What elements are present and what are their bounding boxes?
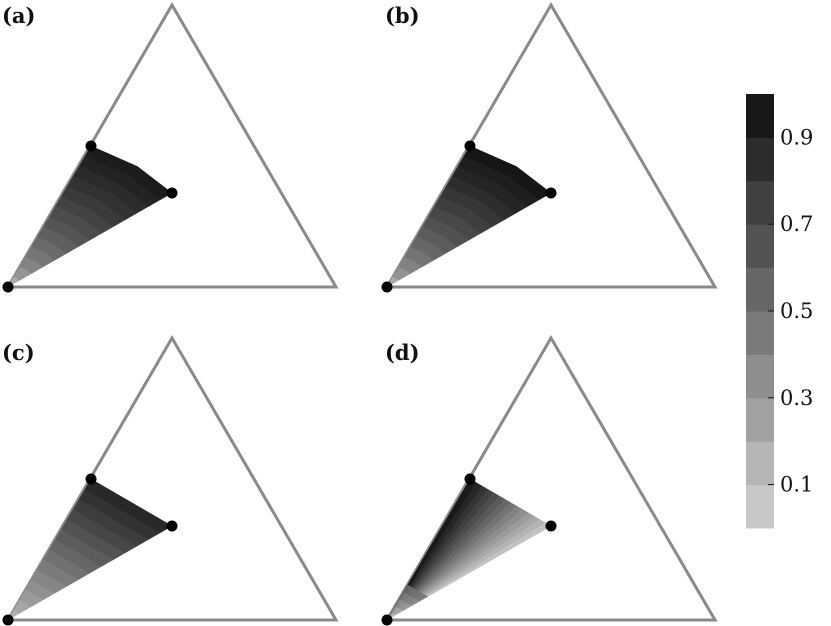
panel-a: (a) bbox=[2, 2, 339, 293]
region-band bbox=[90, 479, 172, 527]
region-band bbox=[469, 146, 551, 194]
colorbar-band bbox=[746, 397, 774, 442]
colorbar-cells bbox=[746, 94, 774, 529]
panel-b: (b) bbox=[381, 2, 718, 293]
shaded-region bbox=[386, 145, 552, 288]
colorbar-tick-label: 0.5 bbox=[780, 299, 813, 323]
colorbar-band bbox=[746, 180, 774, 225]
vertex-dot bbox=[166, 187, 178, 199]
colorbar-band bbox=[746, 224, 774, 269]
colorbar-tick-label: 0.9 bbox=[780, 125, 813, 149]
colorbar: 0.1 0.3 0.5 0.7 0.9 bbox=[746, 94, 813, 529]
region-band bbox=[391, 605, 404, 616]
vertex-dots bbox=[2, 473, 178, 626]
vertex-dot bbox=[2, 281, 14, 293]
vertex-dots bbox=[381, 473, 557, 626]
vertex-dot bbox=[381, 281, 393, 293]
colorbar-band bbox=[746, 311, 774, 355]
vertex-dot bbox=[464, 473, 476, 485]
vertex-dot bbox=[545, 187, 557, 199]
colorbar-ticks: 0.1 0.3 0.5 0.7 0.9 bbox=[768, 125, 813, 497]
panel-c: (c) bbox=[2, 335, 339, 626]
region-band bbox=[399, 591, 420, 606]
shaded-region bbox=[7, 145, 173, 288]
shaded-region bbox=[386, 478, 552, 621]
colorbar-band bbox=[746, 354, 774, 399]
vertex-dot bbox=[381, 614, 393, 626]
panel-label-a: (a) bbox=[2, 3, 35, 28]
vertex-dot bbox=[85, 140, 97, 152]
vertex-dot bbox=[545, 520, 557, 532]
vertex-dot bbox=[166, 520, 178, 532]
vertex-dot bbox=[85, 473, 97, 485]
colorbar-tick-label: 0.3 bbox=[780, 386, 813, 410]
colorbar-band bbox=[746, 441, 774, 486]
colorbar-band bbox=[746, 137, 774, 182]
vertex-dot bbox=[2, 614, 14, 626]
colorbar-band bbox=[746, 94, 774, 138]
vertex-dot bbox=[464, 140, 476, 152]
panel-label-c: (c) bbox=[2, 340, 35, 365]
panel-label-d: (d) bbox=[385, 340, 420, 365]
colorbar-tick-label: 0.7 bbox=[780, 212, 813, 236]
shaded-region bbox=[7, 478, 173, 621]
colorbar-tick-label: 0.1 bbox=[780, 473, 813, 497]
panel-d: (d) bbox=[381, 335, 718, 626]
vertex-dots bbox=[381, 140, 557, 293]
region-band bbox=[403, 584, 428, 602]
region-band bbox=[90, 146, 172, 194]
panel-label-b: (b) bbox=[385, 3, 420, 28]
colorbar-band bbox=[746, 267, 774, 312]
region-band bbox=[395, 598, 412, 611]
colorbar-band bbox=[746, 484, 774, 529]
vertex-dots bbox=[2, 140, 178, 293]
